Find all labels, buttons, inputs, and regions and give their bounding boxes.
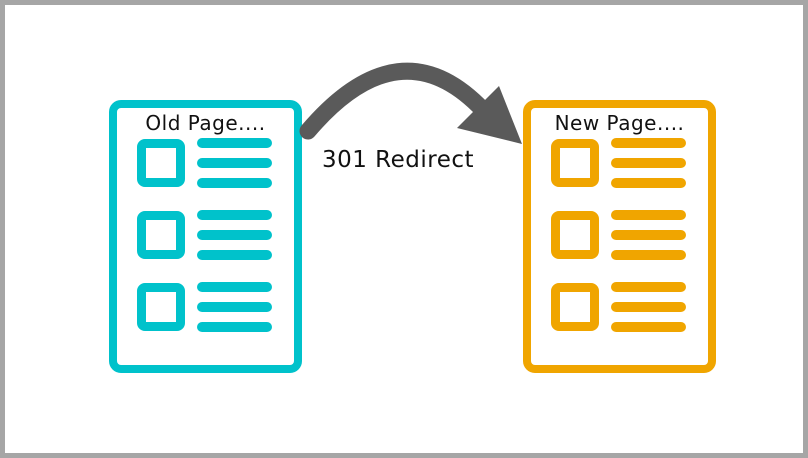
text-line-bar xyxy=(197,178,272,188)
text-line-bar xyxy=(611,178,686,188)
thumbnail-square xyxy=(551,283,599,331)
text-lines xyxy=(611,138,686,188)
text-line-bar xyxy=(197,158,272,168)
thumbnail-square xyxy=(137,283,185,331)
content-row xyxy=(551,282,686,332)
new-page-body xyxy=(531,138,708,332)
content-row xyxy=(551,210,686,260)
thumbnail-square xyxy=(551,211,599,259)
text-line-bar xyxy=(197,230,272,240)
new-page-card: New Page.... xyxy=(523,100,716,373)
text-line-bar xyxy=(611,302,686,312)
text-line-bar xyxy=(197,322,272,332)
text-line-bar xyxy=(611,250,686,260)
text-lines xyxy=(197,282,272,332)
text-line-bar xyxy=(197,210,272,220)
content-row xyxy=(137,282,272,332)
text-lines xyxy=(611,210,686,260)
old-page-card: Old Page.... xyxy=(109,100,302,373)
text-line-bar xyxy=(197,250,272,260)
text-line-bar xyxy=(197,302,272,312)
text-line-bar xyxy=(197,138,272,148)
text-lines xyxy=(611,282,686,332)
text-line-bar xyxy=(611,158,686,168)
content-row xyxy=(551,138,686,188)
old-page-title: Old Page.... xyxy=(145,111,266,135)
text-lines xyxy=(197,210,272,260)
text-line-bar xyxy=(611,210,686,220)
redirect-label: 301 Redirect xyxy=(321,147,475,173)
text-lines xyxy=(197,138,272,188)
thumbnail-square xyxy=(137,211,185,259)
content-row xyxy=(137,138,272,188)
text-line-bar xyxy=(611,282,686,292)
text-line-bar xyxy=(611,138,686,148)
content-row xyxy=(137,210,272,260)
old-page-body xyxy=(117,138,294,332)
thumbnail-square xyxy=(551,139,599,187)
new-page-title: New Page.... xyxy=(554,111,685,135)
text-line-bar xyxy=(611,230,686,240)
text-line-bar xyxy=(197,282,272,292)
thumbnail-square xyxy=(137,139,185,187)
text-line-bar xyxy=(611,322,686,332)
